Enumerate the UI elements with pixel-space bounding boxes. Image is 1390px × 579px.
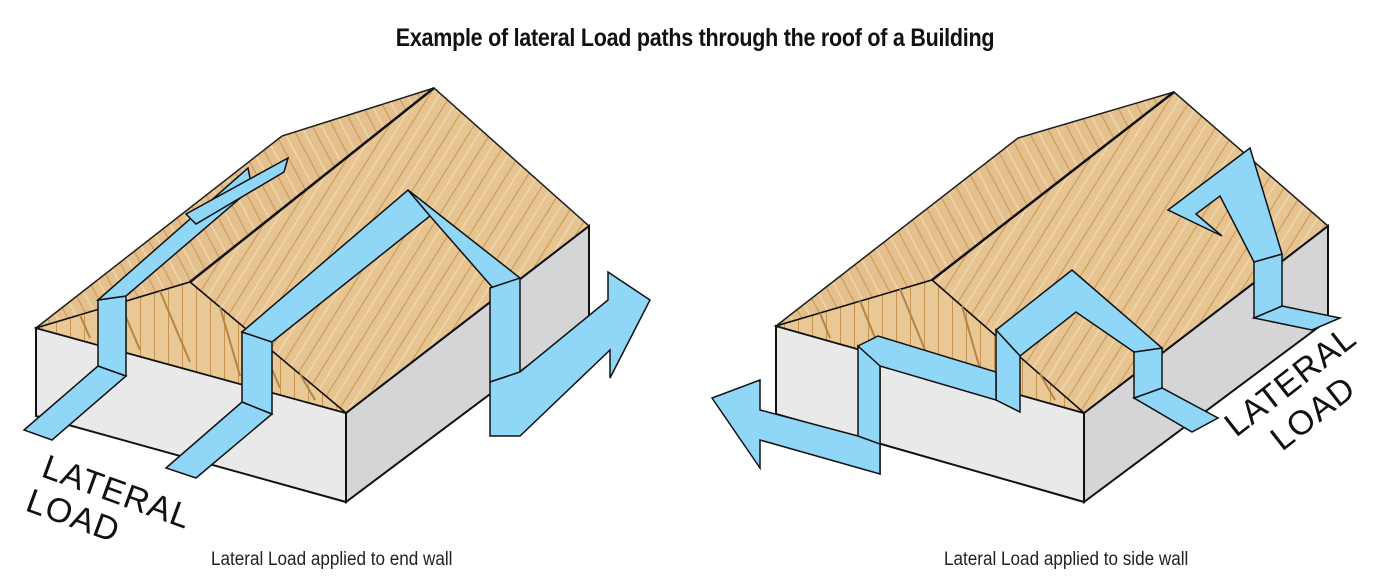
left-building: LATERAL LOAD xyxy=(21,87,651,551)
right-caption: Lateral Load applied to side wall xyxy=(944,549,1189,570)
left-caption: Lateral Load applied to end wall xyxy=(211,549,453,570)
right-ridge-line xyxy=(931,91,1175,281)
left-eave-line xyxy=(345,225,590,414)
right-building: LATERAL LOAD xyxy=(710,91,1364,504)
right-load-path xyxy=(710,146,1343,476)
left-ridge-line xyxy=(189,87,435,283)
right-eave-line xyxy=(1083,225,1329,414)
left-load-path xyxy=(22,156,651,479)
diagram-title: Example of lateral Load paths through th… xyxy=(395,24,995,52)
